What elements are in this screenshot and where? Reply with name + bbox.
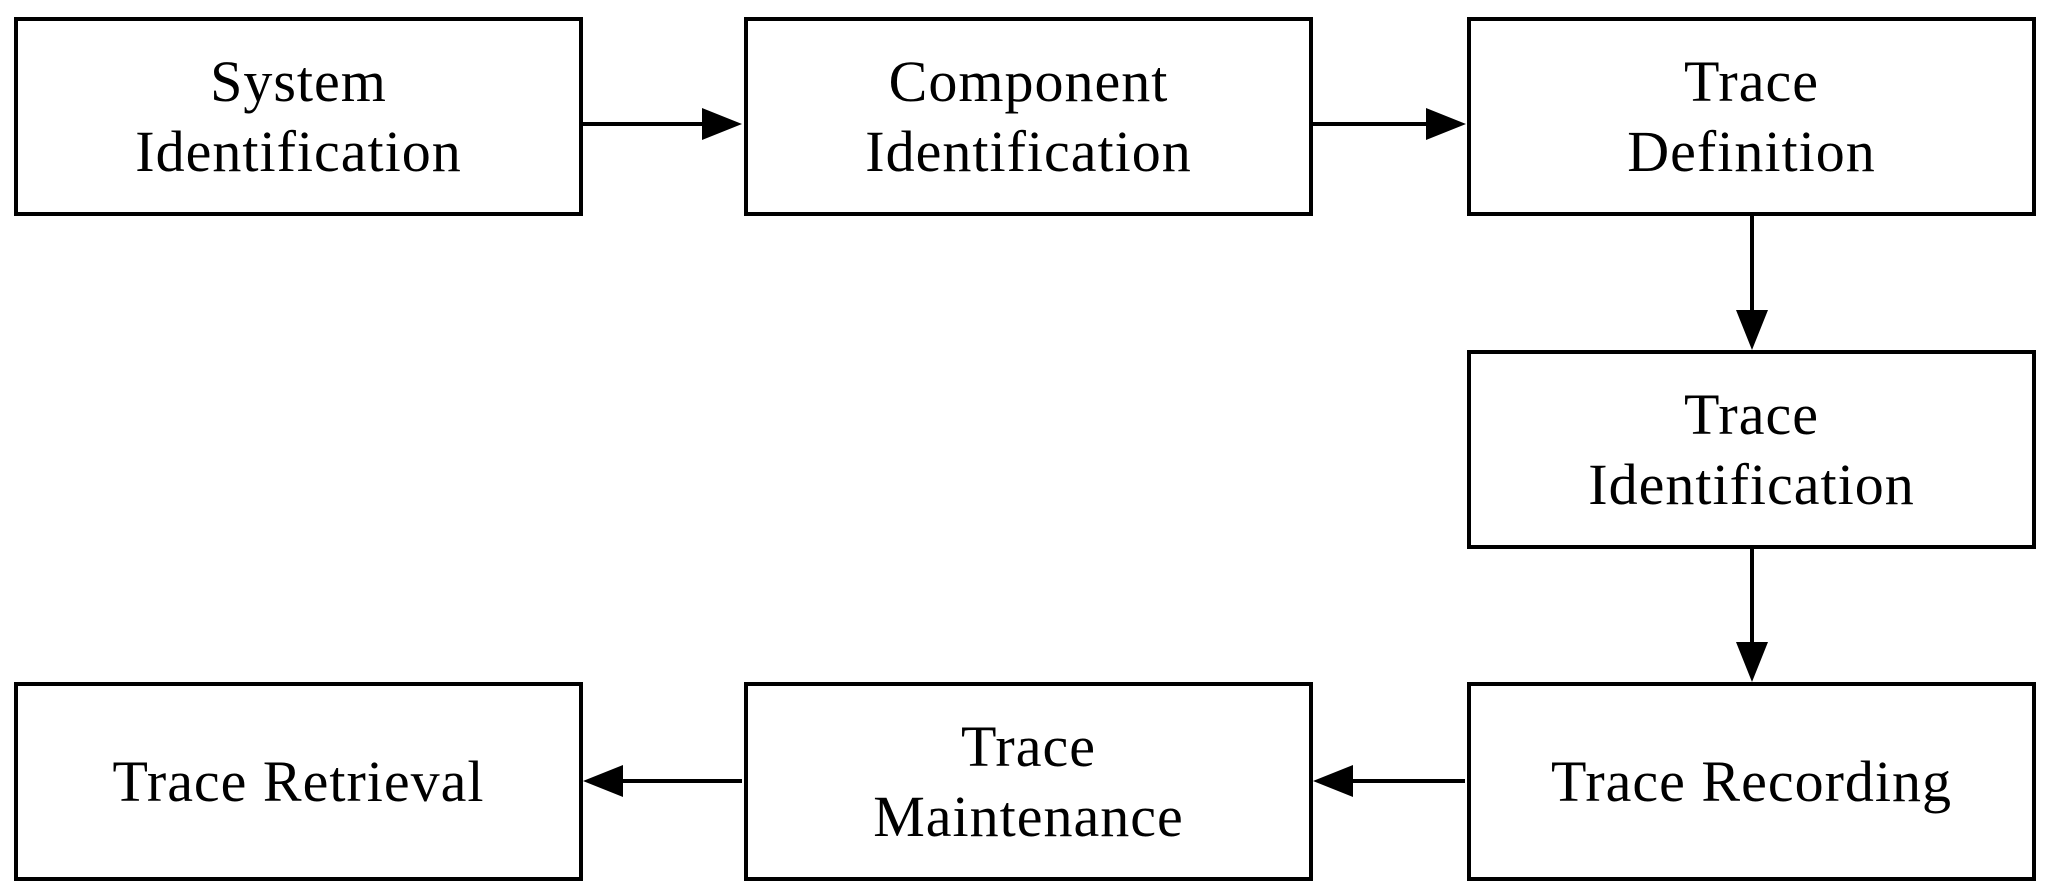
arrow-definition-to-identification: [1736, 216, 1768, 350]
node-trace-identification: Trace Identification: [1467, 350, 2036, 549]
node-trace-maintenance: Trace Maintenance: [744, 682, 1313, 881]
arrow-recording-to-maintenance: [1313, 765, 1465, 797]
node-trace-definition: Trace Definition: [1467, 17, 2036, 216]
node-trace-retrieval: Trace Retrieval: [14, 682, 583, 881]
node-component-identification: Component Identification: [744, 17, 1313, 216]
arrow-system-to-component: [583, 108, 742, 140]
node-trace-recording: Trace Recording: [1467, 682, 2036, 881]
arrow-maintenance-to-retrieval: [583, 765, 742, 797]
arrow-identification-to-recording: [1736, 549, 1768, 682]
node-system-identification: System Identification: [14, 17, 583, 216]
arrow-component-to-definition: [1313, 108, 1466, 140]
